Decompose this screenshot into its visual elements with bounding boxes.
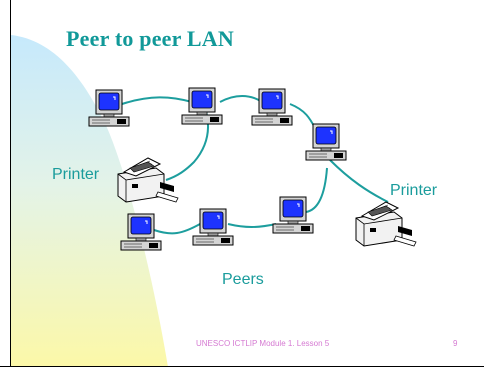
cable-5 [305, 167, 328, 213]
printer-left-label: Printer [52, 166, 100, 183]
laser-printer-icon-right [355, 201, 417, 247]
desktop-computer-icon-1 [88, 89, 130, 127]
desktop-computer-icon-5 [272, 196, 314, 234]
frame-left-border [10, 0, 11, 367]
cable-8 [165, 107, 209, 181]
cable-3 [289, 103, 317, 131]
desktop-computer-icon-7 [120, 213, 162, 251]
laser-printer-icon-left [117, 157, 179, 203]
cable-7 [153, 223, 201, 235]
cable-1 [121, 96, 193, 105]
peers-label: Peers [222, 271, 264, 288]
printer-right-label: Printer [390, 182, 438, 199]
desktop-computer-icon-2 [181, 87, 223, 125]
cable-2 [219, 95, 263, 103]
cable-4 [329, 159, 389, 203]
desktop-computer-icon-4 [305, 123, 347, 161]
footer-text: UNESCO ICTLIP Module 1. Lesson 5 [196, 339, 330, 348]
desktop-computer-icon-3 [251, 88, 293, 126]
slide-title: Peer to peer LAN [66, 26, 234, 51]
network-cables [121, 95, 389, 235]
desktop-computer-icon-6 [192, 208, 234, 246]
page-number: 9 [453, 339, 458, 348]
cable-6 [227, 223, 277, 228]
